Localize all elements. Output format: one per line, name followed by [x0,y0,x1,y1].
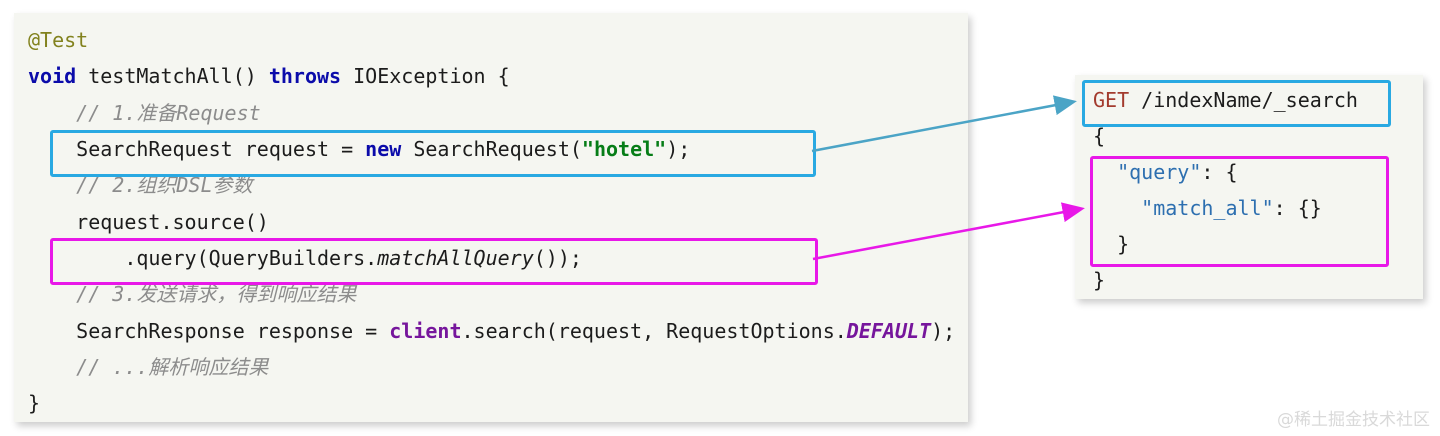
code-token: // 2.组织DSL参数 [76,173,253,198]
code-line: SearchRequest request = new SearchReques… [28,131,968,167]
code-line: } [1093,226,1423,262]
code-token: ); [931,318,956,343]
code-token [28,282,76,306]
code-line: @Test [28,22,968,58]
code-token: : { [1201,160,1238,184]
code-token: new [365,136,402,161]
code-line: "match_all": {} [1093,190,1423,226]
code-line: // 3.发送请求，得到响应结果 [28,276,968,312]
code-token: GET [1093,88,1130,112]
code-line: .query(QueryBuilders.matchAllQuery()); [28,240,968,276]
code-token: throws [268,64,342,89]
code-line: "query": { [1093,154,1423,190]
dsl-request-panel: GET /indexName/_search { "query": { "matc… [1075,75,1423,299]
code-token: SearchResponse response = [28,318,390,343]
code-token [1093,160,1117,184]
code-token: .search(request, RequestOptions. [461,318,847,343]
code-token: testMatchAll() [76,64,269,89]
code-token: SearchRequest request = [28,136,366,161]
code-line: void testMatchAll() throws IOException { [28,58,968,94]
code-token: .query(QueryBuilders. [28,245,378,270]
code-line: // ...解析响应结果 [28,349,968,385]
code-token: IOException { [341,64,510,89]
code-token: matchAllQuery [377,245,534,270]
code-token: : {} [1273,196,1322,220]
code-line: // 2.组织DSL参数 [28,167,968,203]
code-token: } [28,391,41,416]
code-token [1093,196,1141,220]
code-token: client [389,318,462,343]
watermark: @稀土掘金技术社区 [1277,410,1430,430]
code-line: request.source() [28,204,968,240]
code-token: } [1093,232,1130,256]
java-code: @Test void testMatchAll() throws IOExcept… [14,13,968,422]
code-line: } [28,385,968,421]
code-line: SearchResponse response = client.search(… [28,313,968,349]
code-line: // 1.准备Request [28,95,968,131]
code-line: GET /indexName/_search [1093,82,1423,118]
code-token: @Test [28,28,89,52]
code-token: // 1.准备Request [76,100,261,125]
code-token: } [1093,268,1106,292]
code-token: request.source() [28,209,269,234]
code-token: // ...解析响应结果 [76,354,269,379]
java-code-panel: @Test void testMatchAll() throws IOExcept… [14,13,968,422]
dsl-code: GET /indexName/_search { "query": { "matc… [1075,75,1423,299]
code-line: { [1093,118,1423,154]
code-token [28,101,76,125]
code-token: ); [666,136,691,161]
code-token: "match_all" [1141,196,1274,220]
code-token [28,173,76,197]
code-token: /indexName/_search [1129,88,1358,112]
code-token [28,355,76,379]
code-token: DEFAULT [846,318,932,343]
code-token: { [1093,124,1106,148]
code-token: ()); [533,245,582,270]
code-token: "hotel" [581,136,667,161]
code-line: } [1093,262,1423,298]
code-token: SearchRequest( [401,136,582,161]
code-token: // 3.发送请求，得到响应结果 [76,282,357,307]
code-token: "query" [1117,160,1202,184]
code-token: void [28,64,77,89]
